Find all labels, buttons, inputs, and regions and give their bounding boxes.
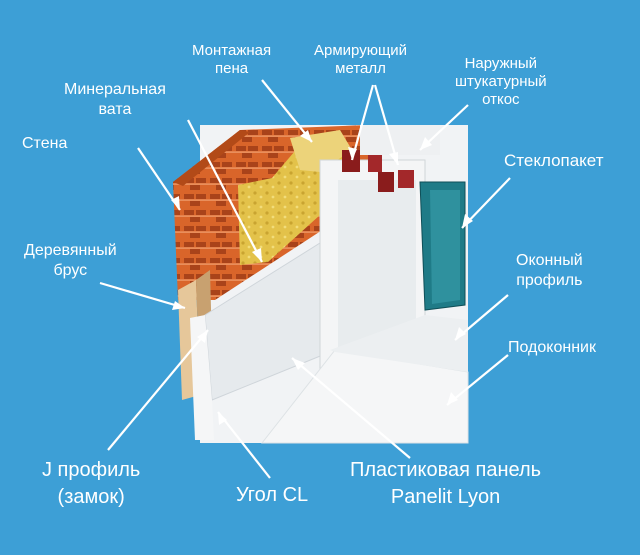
label-steklopaket: Стеклопакет	[504, 151, 604, 170]
label-okonny-profil: Оконный профиль	[516, 252, 583, 289]
plastic-panel-face	[190, 315, 214, 440]
arrow-heads	[171, 130, 473, 425]
pointer-arrows	[99, 79, 511, 479]
reinforcement-metal-4	[398, 170, 414, 188]
label-j-profil: J профиль (замок)	[42, 459, 141, 508]
label-derevyanny-brus: Деревянный брус	[24, 242, 117, 279]
label-mineralnaya-vata: Минеральная вата	[64, 81, 166, 118]
label-ugol-cl: Угол CL	[236, 484, 309, 506]
label-podokonnik: Подоконник	[508, 339, 596, 356]
label-naruzhny-otkos: Наружный штукатурный откос	[455, 55, 547, 108]
double-glazing-highlight	[430, 190, 460, 304]
label-montazhnaya-pena: Монтажная пена	[192, 42, 272, 77]
brick-wall-edge	[173, 130, 250, 186]
reinforcement-metal-2	[368, 150, 382, 172]
reinforcement-metal-3	[378, 172, 394, 192]
label-stena: Стена	[22, 135, 68, 152]
mounting-foam	[290, 130, 352, 172]
label-armiruyushchiy-metall: Армирующий металл	[314, 42, 408, 77]
window-profile-bottom	[330, 315, 468, 372]
outer-plaster-slope	[360, 125, 440, 155]
reinforcement-metal-1	[342, 150, 360, 172]
label-plastikovaya-panel: Пластиковая панель Panelit Lyon	[350, 459, 542, 508]
